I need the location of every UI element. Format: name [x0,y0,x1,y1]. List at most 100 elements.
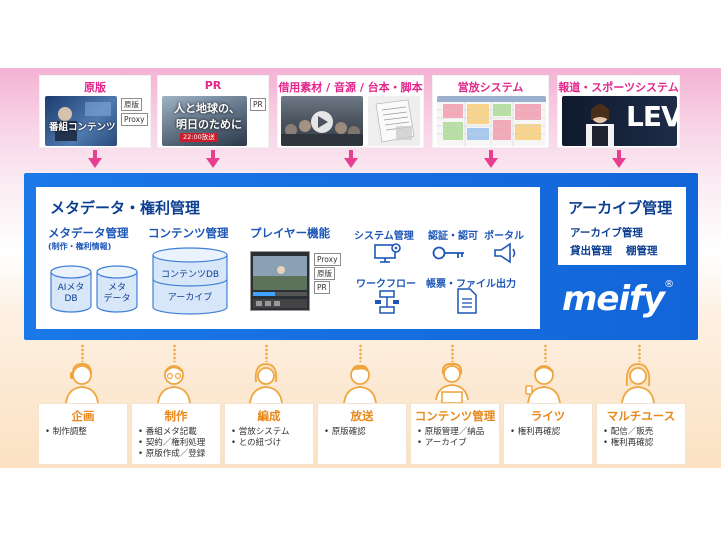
arrow-down-icon [612,150,626,168]
metadata-db-label-2: データ [103,294,131,304]
connector-dots [81,344,84,362]
role-title: 放送 [350,409,374,423]
megaphone-icon [494,242,516,264]
metadata-management-subtitle: (制作・権利情報) [48,242,112,251]
metadata-management-title: メタデータ管理 [48,226,129,240]
contents-management-title: コンテンツ管理 [148,226,229,240]
role-scheduling: 編成 営放システム との紐づけ [224,403,314,465]
script-document-thumbnail [368,96,420,146]
meify-logo-text: meify [562,279,665,319]
role-title: 企画 [71,409,95,423]
connector-dots [359,344,362,362]
news-wall-letters: LEV [626,100,677,133]
source-news-sports-system: 報道・スポーツシステム LEV [557,75,680,148]
metadata-rights-panel: メタデータ・権利管理 メタデータ管理 (制作・権利情報) AIメタ DB メタ … [36,187,540,329]
role-title: ライツ [530,409,566,423]
panel-title: メタデータ・権利管理 [50,199,201,217]
person-glasses-icon [157,365,191,404]
portal-label: ポータル [484,231,524,242]
ai-meta-db-label-2: DB [64,294,78,304]
program-content-label: 番組コンテンツ [49,122,116,133]
contents-db-icon [152,247,228,315]
program-content-thumbnail: 番組コンテンツ [45,96,117,146]
role-task: との紐づけ [231,438,313,449]
archive-db-label: アーカイブ [167,293,213,303]
role-task: 番組メタ記載 [138,427,220,438]
connector-dots [638,344,641,362]
document-icon [457,288,477,314]
source-title: 営放システム [457,81,524,94]
source-title: 報道・スポーツシステム [558,81,679,94]
role-title: コンテンツ管理 [414,409,496,423]
role-broadcast: 放送 原版確認 [317,403,407,465]
news-anchor-thumbnail: LEV [562,96,677,146]
role-task: 営放システム [231,427,313,438]
arrow-down-icon [344,150,358,168]
ai-meta-db-label-1: AIメタ [57,283,85,293]
person-long-hair-icon [621,363,655,404]
crowd-video-thumbnail [281,96,363,146]
role-task: 権利再確認 [510,427,592,438]
role-title: 制作 [164,409,188,423]
person-thumbs-up-icon [525,365,561,404]
workflow-label: ワークフロー [356,279,416,290]
person-woman-icon [249,363,283,404]
player-tag-pr: PR [314,281,330,294]
source-title: 原版 [84,81,106,94]
forms-output-label: 帳票・ファイル出力 [426,279,516,290]
role-task: 制作調整 [45,427,127,438]
role-title: マルチユース [606,409,676,423]
role-content-management: コンテンツ管理 原版管理／納品 アーカイブ [410,403,500,465]
role-tasks: 原版管理／納品 アーカイブ [411,427,499,449]
archive-management-title: アーカイブ管理 [568,199,673,217]
registered-mark: ® [664,279,675,290]
metadata-db-icon [96,265,138,313]
system-management-label: システム管理 [354,231,414,242]
tag-proxy: Proxy [121,113,148,126]
role-tasks: 番組メタ記載 契約／権利処理 原版作成／登録 [132,427,220,460]
role-task: 契約／権利処理 [138,438,220,449]
metadata-db-label-1: メタ [107,283,126,293]
role-tasks: 原版確認 [318,427,406,438]
source-borrowed-material: 借用素材 / 音源 / 台本・脚本 [277,75,424,148]
source-broadcast-system: 営放システム [432,75,549,148]
role-tasks: 配信／販売 権利再確認 [597,427,685,449]
role-multi-use: マルチユース 配信／販売 権利再確認 [596,403,686,465]
schedule-grid-thumbnail [437,96,546,146]
player-tag-proxy: Proxy [314,253,341,266]
pr-thumbnail: 人と地球の、 明日のために 22:00放送 [162,96,247,146]
role-tasks: 営放システム との紐づけ [225,427,313,449]
role-tasks: 制作調整 [39,427,127,438]
connector-dots [265,344,268,362]
role-task: 原版作成／登録 [138,449,220,460]
archive-item-1: アーカイブ管理 [570,227,643,239]
connector-dots [451,344,454,362]
pr-headline-2: 明日のために [176,118,242,131]
person-laptop-icon [435,362,469,404]
connector-dots [173,344,176,362]
role-task: 権利再確認 [603,438,685,449]
role-task: 配信／販売 [603,427,685,438]
pr-airtime-badge: 22:00放送 [180,133,218,142]
source-pr: PR 人と地球の、 明日のために 22:00放送 PR [157,75,269,148]
source-title: 借用素材 / 音源 / 台本・脚本 [278,81,423,94]
role-production: 制作 番組メタ記載 契約／権利処理 原版作成／登録 [131,403,221,465]
pr-headline-1: 人と地球の、 [174,102,240,115]
archive-item-2: 貸出管理 [570,245,612,257]
person-headset-icon [65,362,99,404]
role-rights: ライツ 権利再確認 [503,403,593,465]
source-title: PR [204,79,222,92]
connector-dots [544,344,547,362]
video-player-screenshot[interactable] [250,251,310,311]
role-tasks: 権利再確認 [504,427,592,438]
tag-pr: PR [250,98,266,111]
system-settings-icon [374,243,401,263]
arrow-down-icon [88,150,102,168]
source-genban: 原版 番組コンテンツ 原版 Proxy [39,75,151,148]
role-task: アーカイブ [417,438,499,449]
ai-meta-db-icon [50,265,92,313]
tag-genban: 原版 [121,98,142,111]
player-function-title: プレイヤー機能 [250,226,331,240]
role-title: 編成 [257,409,281,423]
